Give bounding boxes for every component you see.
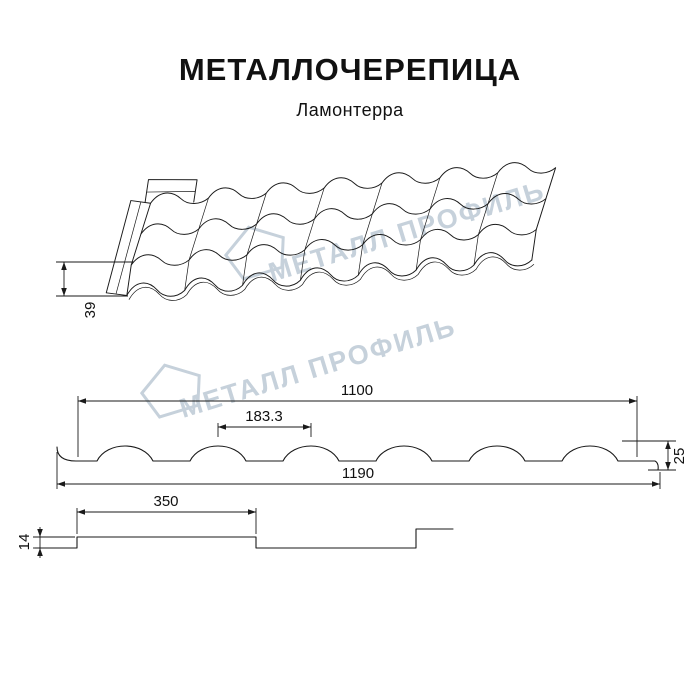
dim-label-1190: 1190 (342, 465, 374, 482)
sheet-flat-margin-line (115, 202, 142, 294)
metal-profil-logo-icon (223, 225, 285, 281)
watermark-2: МЕТАЛЛ ПРОФИЛЬ (139, 311, 460, 424)
dim-label-1100: 1100 (341, 382, 373, 399)
watermark-1: МЕТАЛЛ ПРОФИЛЬ (223, 175, 549, 288)
page-title: МЕТАЛЛОЧЕРЕПИЦА (178, 52, 522, 87)
tile-row-line (140, 193, 547, 235)
sheet-flat-margin (105, 200, 152, 296)
dimension-module-length: 350 (76, 493, 257, 534)
dim-label-25: 25 (671, 448, 688, 465)
dimension-profile-height: 39 (56, 261, 134, 319)
sheet-right-edge (531, 167, 557, 261)
metal-profil-logo-icon (139, 363, 201, 419)
cross-section-view: 1100 183.3 25 1190 (56, 382, 688, 489)
dim-label-350: 350 (153, 493, 178, 510)
tile-row-line (150, 162, 557, 204)
step-profile-view: 350 14 (16, 493, 454, 558)
page-subtitle: Ламонтерра (296, 100, 404, 120)
sheet-front-edge-inner (128, 256, 535, 301)
ridge-tab (144, 179, 198, 203)
watermark-text: МЕТАЛЛ ПРОФИЛЬ (176, 311, 460, 424)
ridge-tab-line (146, 191, 196, 193)
tile-step-ticks (184, 172, 499, 291)
sheet-left-edge (126, 202, 152, 296)
profile-outline (56, 445, 659, 471)
dim-label-14: 14 (16, 534, 33, 551)
step-profile-outline (34, 528, 454, 549)
dimension-step-height: 14 (16, 527, 75, 558)
perspective-view: 39 (56, 162, 557, 319)
dimension-full-width: 1190 (56, 452, 661, 489)
dim-label-39: 39 (82, 302, 99, 319)
dim-label-183-3: 183.3 (245, 408, 283, 425)
tile-row-line (130, 223, 537, 266)
dimension-wave-height: 25 (622, 440, 688, 471)
dimension-wave-pitch: 183.3 (217, 408, 312, 437)
sheet-front-edge (126, 252, 533, 297)
dimension-cover-width: 1100 (77, 382, 638, 457)
